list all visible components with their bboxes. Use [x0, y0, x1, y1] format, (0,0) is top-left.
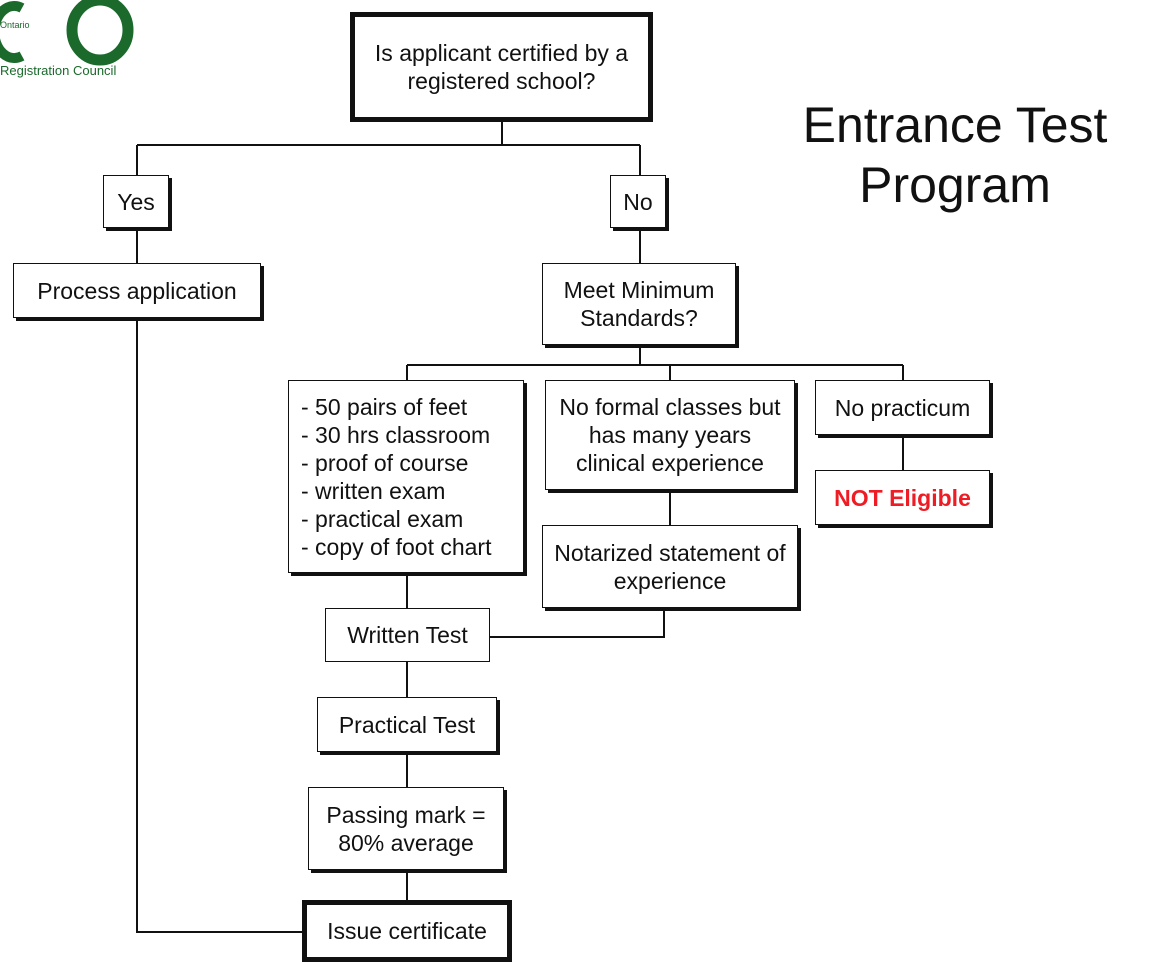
council-logo-mark	[0, 0, 134, 66]
node-written-test: Written Test	[325, 608, 490, 662]
node-no: No	[610, 175, 666, 228]
node-practical-test: Practical Test	[317, 697, 497, 752]
requirement-item: - 30 hrs classroom	[301, 421, 491, 448]
node-not-eligible: NOT Eligible	[815, 470, 990, 525]
page-title: Entrance Test Program	[802, 97, 1108, 213]
logo-bottom-text: Registration Council	[0, 63, 117, 78]
requirement-item: - written exam	[301, 477, 446, 504]
requirements-list: - 50 pairs of feet - 30 hrs classroom - …	[301, 393, 491, 561]
node-notarized-statement: Notarized statement of experience	[542, 525, 798, 608]
requirement-item: - 50 pairs of feet	[301, 393, 468, 420]
node-passing-mark: Passing mark = 80% average	[308, 787, 504, 870]
requirement-item: - practical exam	[301, 505, 464, 532]
requirement-item: - proof of course	[301, 449, 469, 476]
connector-notarized-written	[490, 608, 665, 638]
node-requirements-list: - 50 pairs of feet - 30 hrs classroom - …	[288, 380, 524, 573]
node-yes: Yes	[103, 175, 169, 228]
node-no-practicum: No practicum	[815, 380, 990, 435]
node-certified-question: Is applicant certified by a registered s…	[350, 12, 653, 122]
node-issue-certificate: Issue certificate	[302, 900, 512, 962]
logo-top-text: Ontario	[0, 20, 30, 30]
node-no-formal-classes: No formal classes but has many years cli…	[545, 380, 795, 490]
node-process-application: Process application	[13, 263, 261, 318]
council-logo: Ontario Registration Council	[0, 0, 150, 90]
connector-process-certificate	[136, 318, 302, 933]
node-minimum-standards: Meet Minimum Standards?	[542, 263, 736, 345]
requirement-item: - copy of foot chart	[301, 533, 492, 560]
